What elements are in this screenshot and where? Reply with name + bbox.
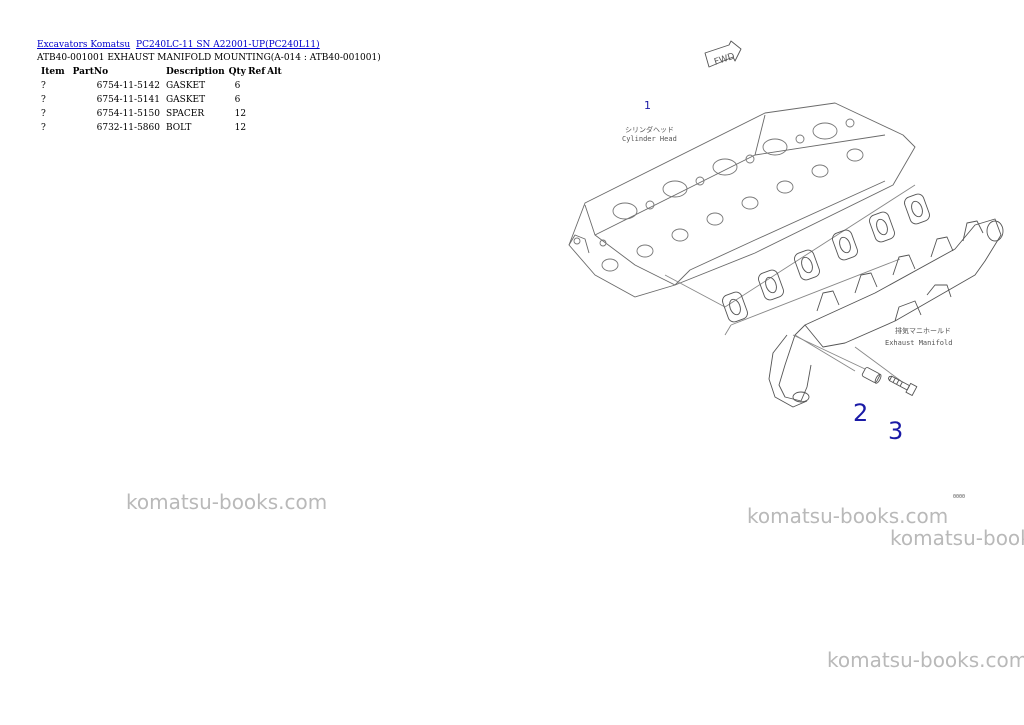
cell-qty: 6 (234, 95, 241, 105)
cell-item: ? (41, 95, 46, 105)
breadcrumb-link-model[interactable]: PC240LC-11 SN A22001-UP(PC240L11) (136, 40, 320, 50)
label-exhaust-manifold-jp: 排気マニホールド (895, 326, 951, 335)
column-header-qty: Qty (228, 67, 246, 77)
cell-item: ? (41, 123, 46, 133)
drawing-code: 0000 (953, 494, 965, 500)
exhaust-manifold-drawing (768, 218, 1004, 408)
table-row: ? 6754-11-5141 GASKET 6 (37, 93, 286, 107)
cell-partno: 6754-11-5142 (96, 81, 160, 91)
cell-ref (248, 93, 267, 107)
gasket-drawing (722, 193, 930, 323)
page-title: ATB40-001001 EXHAUST MANIFOLD MOUNTING(A… (37, 53, 381, 63)
watermark-text: komatsu-books.com (747, 504, 949, 528)
cell-alt (267, 79, 286, 93)
bolt-drawing (887, 375, 918, 396)
label-exhaust-manifold-en: Exhaust Manifold (885, 339, 952, 347)
spacer-drawing (861, 367, 882, 384)
watermark-text: komatsu-books.com (890, 526, 1024, 550)
label-cylinder-head-jp: シリンダヘッド (625, 125, 674, 134)
cell-item: ? (41, 81, 46, 91)
breadcrumb: Excavators Komatsu PC240LC-11 SN A22001-… (37, 40, 323, 51)
exhaust-manifold-diagram: FWD (568, 40, 1004, 500)
cell-partno: 6754-11-5150 (96, 109, 160, 119)
table-row: ? 6732-11-5860 BOLT 12 (37, 121, 286, 135)
watermark-text: komatsu-books.com (827, 648, 1024, 672)
cell-qty: 12 (234, 109, 247, 119)
cell-description: GASKET (165, 81, 206, 91)
cell-partno: 6732-11-5860 (96, 123, 160, 133)
watermark-text: komatsu-books.com (126, 490, 328, 514)
parts-table: Item PartNo Description Qty Ref Alt ? 67… (37, 65, 286, 135)
column-header-partno: PartNo (72, 67, 109, 77)
cell-alt (267, 107, 286, 121)
forward-arrow-icon: FWD (704, 40, 742, 68)
cell-qty: 6 (234, 81, 241, 91)
cell-partno: 6754-11-5141 (96, 95, 160, 105)
cell-ref (248, 107, 267, 121)
cylinder-head-drawing (568, 102, 916, 298)
callout-3: 3 (888, 417, 903, 445)
cell-description: SPACER (165, 109, 205, 119)
label-cylinder-head-en: Cylinder Head (622, 135, 677, 143)
table-row: ? 6754-11-5142 GASKET 6 (37, 79, 286, 93)
column-header-description: Description (165, 67, 225, 77)
column-header-item: Item (41, 67, 65, 77)
breadcrumb-link-category[interactable]: Excavators Komatsu (37, 40, 131, 50)
cell-description: GASKET (165, 95, 206, 105)
cell-ref (248, 121, 267, 135)
column-header-alt: Alt (267, 67, 282, 77)
callout-2: 2 (853, 399, 868, 427)
table-row: ? 6754-11-5150 SPACER 12 (37, 107, 286, 121)
column-header-ref: Ref (248, 67, 266, 77)
callout-1: 1 (644, 99, 651, 112)
fwd-label: FWD (713, 52, 736, 68)
cell-alt (267, 93, 286, 107)
cell-qty: 12 (234, 123, 247, 133)
cell-item: ? (41, 109, 46, 119)
cell-alt (267, 121, 286, 135)
table-header-row: Item PartNo Description Qty Ref Alt (37, 65, 286, 79)
cell-ref (248, 79, 267, 93)
cell-description: BOLT (165, 123, 192, 133)
